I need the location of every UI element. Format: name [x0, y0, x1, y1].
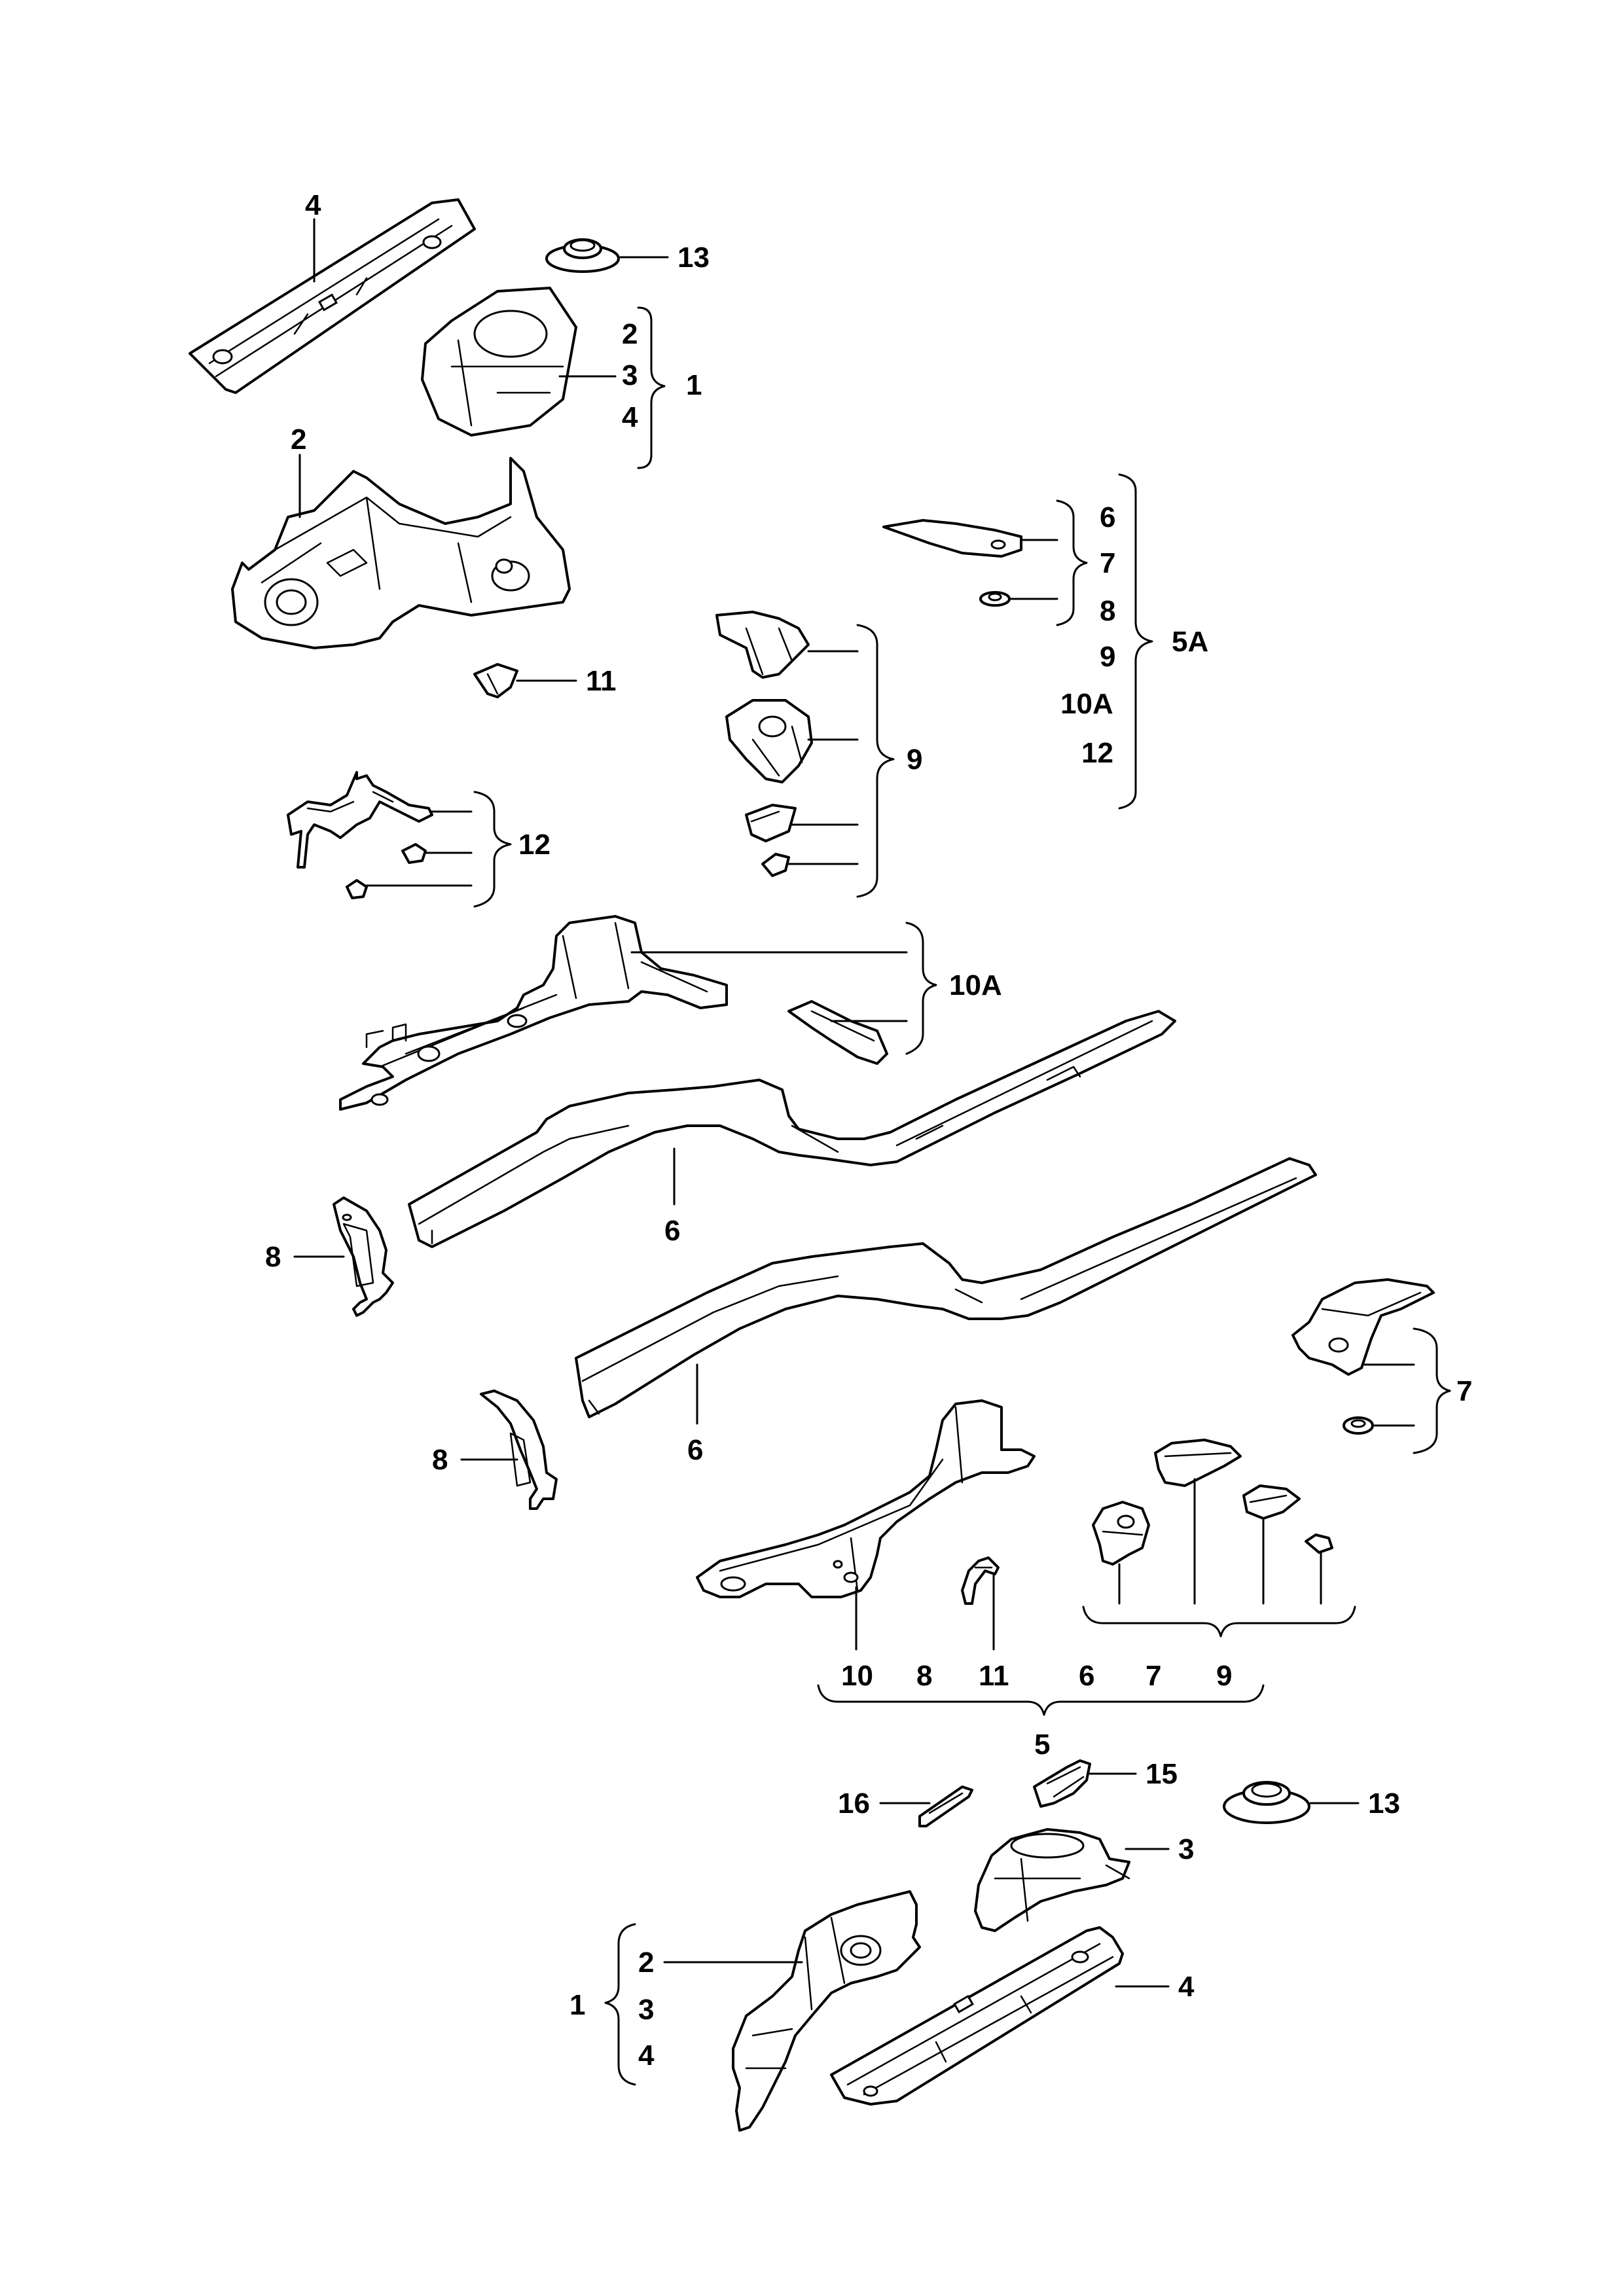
clip-part-11-lower: [961, 1556, 1000, 1605]
callout-5a: 5A: [1172, 626, 1208, 658]
brace-group-1-top: [637, 306, 666, 469]
callout-6-lower: 6: [687, 1434, 703, 1466]
callout-1-bottom: 1: [569, 1989, 585, 2021]
brace-group-5a: [1118, 473, 1153, 810]
callout-2-top-group: 2: [622, 318, 638, 350]
callout-12-5a: 12: [1081, 737, 1113, 769]
long-rail-part-6-upper: [408, 1010, 1176, 1248]
callout-2-top: 2: [291, 423, 306, 456]
callout-8-lower: 8: [432, 1444, 448, 1476]
grommet-part-13-bottom: [1223, 1781, 1310, 1824]
grommet-part-13-top: [545, 238, 620, 273]
subframe-part-10a: [339, 915, 728, 1111]
callout-4-top: 4: [305, 189, 321, 221]
brace-group-5: [817, 1684, 1265, 1716]
bracket-part-10a-b: [787, 1000, 888, 1065]
callout-6-upper: 6: [664, 1215, 680, 1247]
callout-6-group5: 6: [1079, 1660, 1094, 1692]
callout-11-group5: 11: [979, 1660, 1009, 1692]
clip-part-11-top: [473, 663, 518, 698]
callout-3-bottom-group: 3: [638, 1994, 654, 2026]
rail-part-4-top: [189, 198, 476, 394]
grommet-part-7-5a: [979, 591, 1011, 607]
callout-16: 16: [838, 1787, 870, 1820]
bracket-part-15: [1033, 1759, 1091, 1808]
callout-3-top-group: 3: [622, 359, 638, 391]
bracket-part-12-a: [287, 771, 433, 869]
bracket-part-6-5a: [882, 519, 1022, 558]
rail-part-4-bottom: [830, 1926, 1124, 2106]
brace-group-1-bottom: [604, 1923, 636, 2086]
brace-group-12: [473, 791, 512, 908]
subframe-part-10: [696, 1399, 1036, 1598]
grommet-part-9-lower-cluster-b: [1305, 1534, 1333, 1554]
reinforcement-part-9-c: [745, 804, 797, 842]
strut-tower-part-3-top: [421, 287, 577, 437]
callout-9-group5: 9: [1216, 1660, 1232, 1692]
callout-10a-5a: 10A: [1060, 688, 1113, 720]
reinforcement-part-9-a: [715, 611, 810, 679]
callout-1-top: 1: [686, 369, 702, 401]
brace-6-7-5a: [1056, 499, 1088, 626]
callout-8-group5: 8: [916, 1660, 932, 1692]
callout-4-top-group: 4: [622, 401, 638, 433]
reinforcement-part-9-b: [725, 699, 813, 783]
callout-10a: 10A: [949, 969, 1002, 1001]
callout-11-top: 11: [586, 665, 617, 697]
callout-12: 12: [518, 829, 550, 861]
reinforcement-part-7-lower-cluster: [1154, 1439, 1242, 1487]
callout-7-5a: 7: [1100, 547, 1115, 579]
callout-3-bottom: 3: [1178, 1833, 1194, 1865]
reinforcement-part-9-lower-cluster-a: [1242, 1484, 1301, 1520]
callout-4-bottom-group: 4: [638, 2039, 655, 2072]
callout-8-5a: 8: [1100, 595, 1115, 627]
clip-part-12-c: [346, 879, 368, 899]
callout-8-upper: 8: [265, 1241, 281, 1273]
callout-5: 5: [1034, 1729, 1050, 1761]
callout-2-bottom-group: 2: [638, 1946, 654, 1979]
brace-group-9-top: [856, 624, 895, 898]
callout-6-5a: 6: [1100, 501, 1115, 533]
bracket-part-8-upper: [333, 1196, 394, 1317]
wheelhouse-part-2-bottom: [732, 1890, 921, 2132]
callout-7-right: 7: [1456, 1375, 1472, 1407]
grommet-part-7-right: [1343, 1416, 1374, 1435]
wheelhouse-part-2-top: [231, 457, 571, 649]
callout-13-bottom: 13: [1368, 1787, 1400, 1820]
brace-group-7-right: [1413, 1327, 1451, 1454]
callout-4-bottom: 4: [1178, 1971, 1195, 2003]
strip-part-16: [918, 1785, 973, 1827]
reinforcement-part-9-d: [761, 853, 790, 877]
callout-13-top: 13: [677, 242, 710, 274]
reinforcement-part-6-lower-cluster: [1092, 1501, 1150, 1566]
bracket-part-8-lower: [480, 1390, 558, 1510]
callout-15: 15: [1146, 1758, 1178, 1790]
bracket-part-7-right: [1291, 1278, 1435, 1376]
clip-part-12-b: [401, 843, 427, 864]
brace-cluster-6-7-9: [1082, 1605, 1356, 1638]
brace-group-10a: [905, 922, 937, 1055]
strut-tower-part-3-bottom: [974, 1828, 1130, 1932]
callout-9-5a: 9: [1100, 641, 1115, 673]
callout-10-group5: 10: [841, 1660, 873, 1692]
long-rail-part-6-lower: [575, 1157, 1317, 1418]
callout-9-top: 9: [907, 744, 922, 776]
callout-7-group5: 7: [1146, 1660, 1161, 1692]
